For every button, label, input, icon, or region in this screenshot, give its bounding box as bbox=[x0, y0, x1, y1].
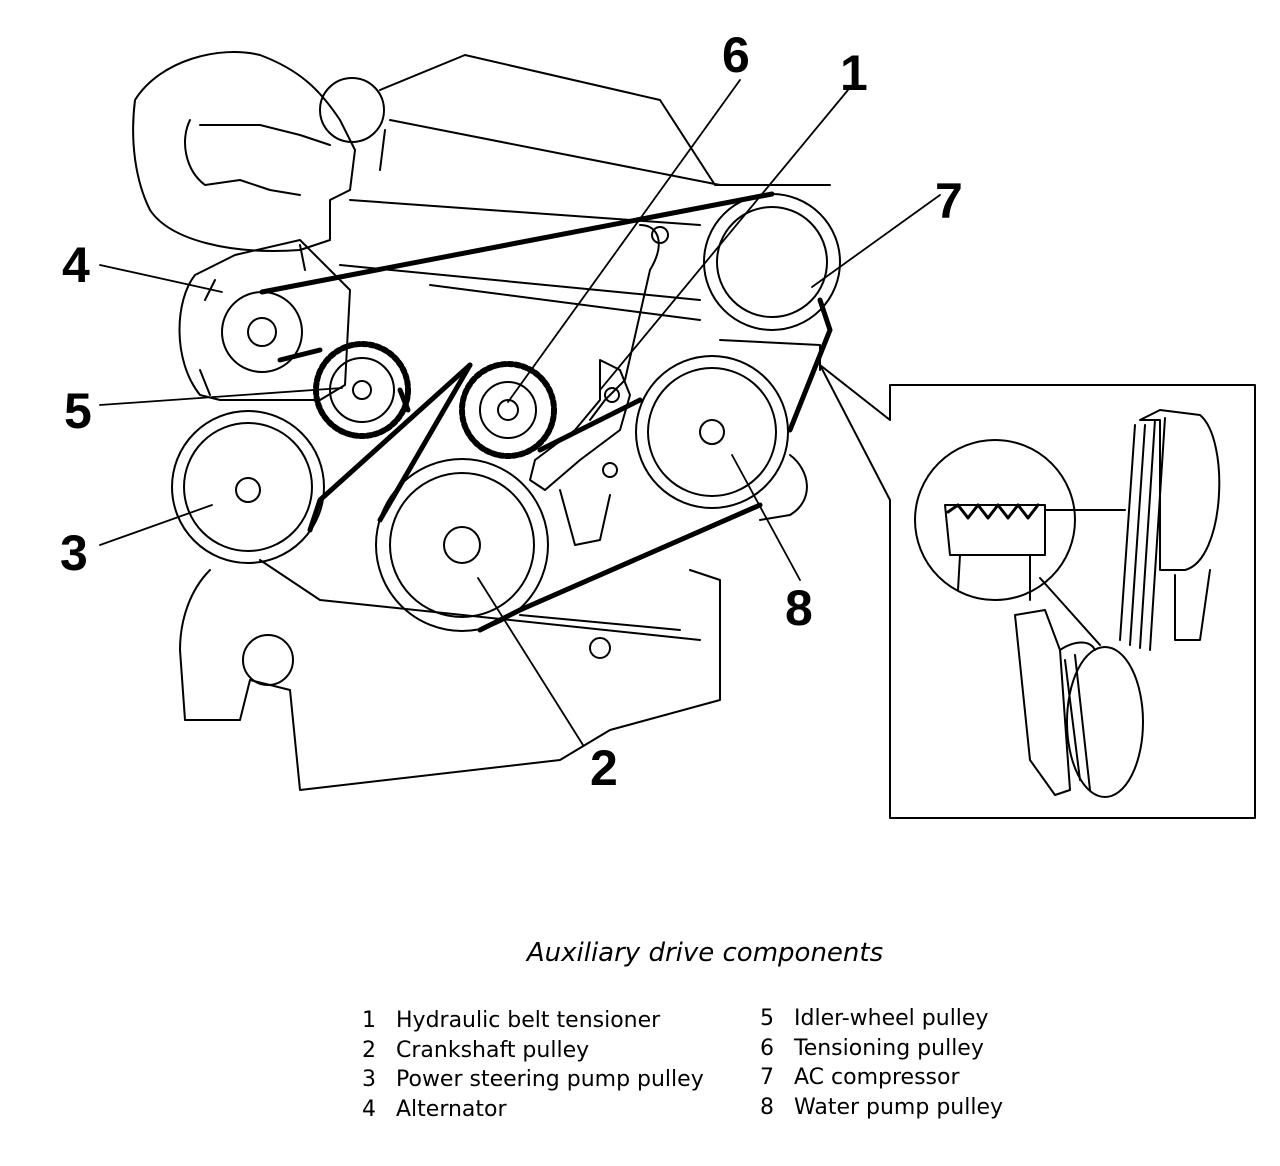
legend-item: 6 Tensioning pulley bbox=[760, 1034, 1003, 1064]
legend-label: Tensioning pulley bbox=[794, 1035, 984, 1061]
legend-label: AC compressor bbox=[794, 1065, 960, 1090]
legend-label: Alternator bbox=[396, 1096, 507, 1122]
leader-lines bbox=[99, 79, 941, 746]
legend-column-left: 1 Hydraulic belt tensioner 2 Crankshaft pu… bbox=[362, 1006, 704, 1124]
callout-7: 7 bbox=[935, 173, 963, 229]
ac-compressor-pulley bbox=[703, 193, 841, 331]
legend-number: 7 bbox=[760, 1065, 774, 1090]
legend-item: 2 Crankshaft pulley bbox=[362, 1036, 704, 1066]
water-pump-pulley bbox=[635, 355, 789, 509]
legend-number: 1 bbox=[362, 1008, 376, 1033]
callout-5: 5 bbox=[64, 383, 92, 439]
power-steering-pump-pulley bbox=[171, 410, 325, 564]
legend-item: 4 Alternator bbox=[362, 1095, 704, 1125]
callout-1: 1 bbox=[840, 45, 868, 101]
legend-number: 3 bbox=[362, 1067, 376, 1092]
callout-6: 6 bbox=[722, 27, 750, 83]
callout-8: 8 bbox=[785, 580, 813, 636]
legend-item: 1 Hydraulic belt tensioner bbox=[362, 1006, 704, 1036]
tensioner-bracket bbox=[529, 224, 669, 546]
belt-detail-inset bbox=[819, 364, 1256, 819]
drive-belt bbox=[259, 191, 833, 633]
legend-item: 3 Power steering pump pulley bbox=[362, 1065, 704, 1095]
legend-number: 2 bbox=[362, 1037, 376, 1063]
callout-numbers: 1 2 3 4 5 6 7 8 bbox=[60, 27, 963, 796]
legend-number: 4 bbox=[362, 1096, 376, 1122]
legend-label: Water pump pulley bbox=[794, 1094, 1004, 1120]
legend-item: 7 AC compressor bbox=[760, 1063, 1003, 1093]
crankshaft-pulley bbox=[375, 458, 549, 632]
tensioning-pulley bbox=[459, 361, 557, 459]
figure-caption: Auxiliary drive components bbox=[526, 938, 884, 968]
legend-label: Hydraulic belt tensioner bbox=[396, 1008, 661, 1033]
legend-label: Crankshaft pulley bbox=[396, 1037, 590, 1063]
callout-3: 3 bbox=[60, 525, 88, 581]
callout-4: 4 bbox=[62, 237, 90, 293]
legend-number: 6 bbox=[760, 1035, 774, 1061]
legend-column-right: 5 Idler-wheel pulley 6 Tensioning pulley 7… bbox=[760, 1004, 1003, 1122]
legend-item: 8 Water pump pulley bbox=[760, 1093, 1003, 1123]
legend-number: 8 bbox=[760, 1094, 774, 1120]
idler-wheel-pulley bbox=[313, 341, 411, 439]
legend-item: 5 Idler-wheel pulley bbox=[760, 1004, 1003, 1034]
legend-label: Idler-wheel pulley bbox=[794, 1006, 989, 1031]
legend-label: Power steering pump pulley bbox=[396, 1067, 704, 1092]
callout-2: 2 bbox=[590, 740, 618, 796]
alternator-housing bbox=[178, 239, 351, 401]
legend-number: 5 bbox=[760, 1006, 774, 1031]
